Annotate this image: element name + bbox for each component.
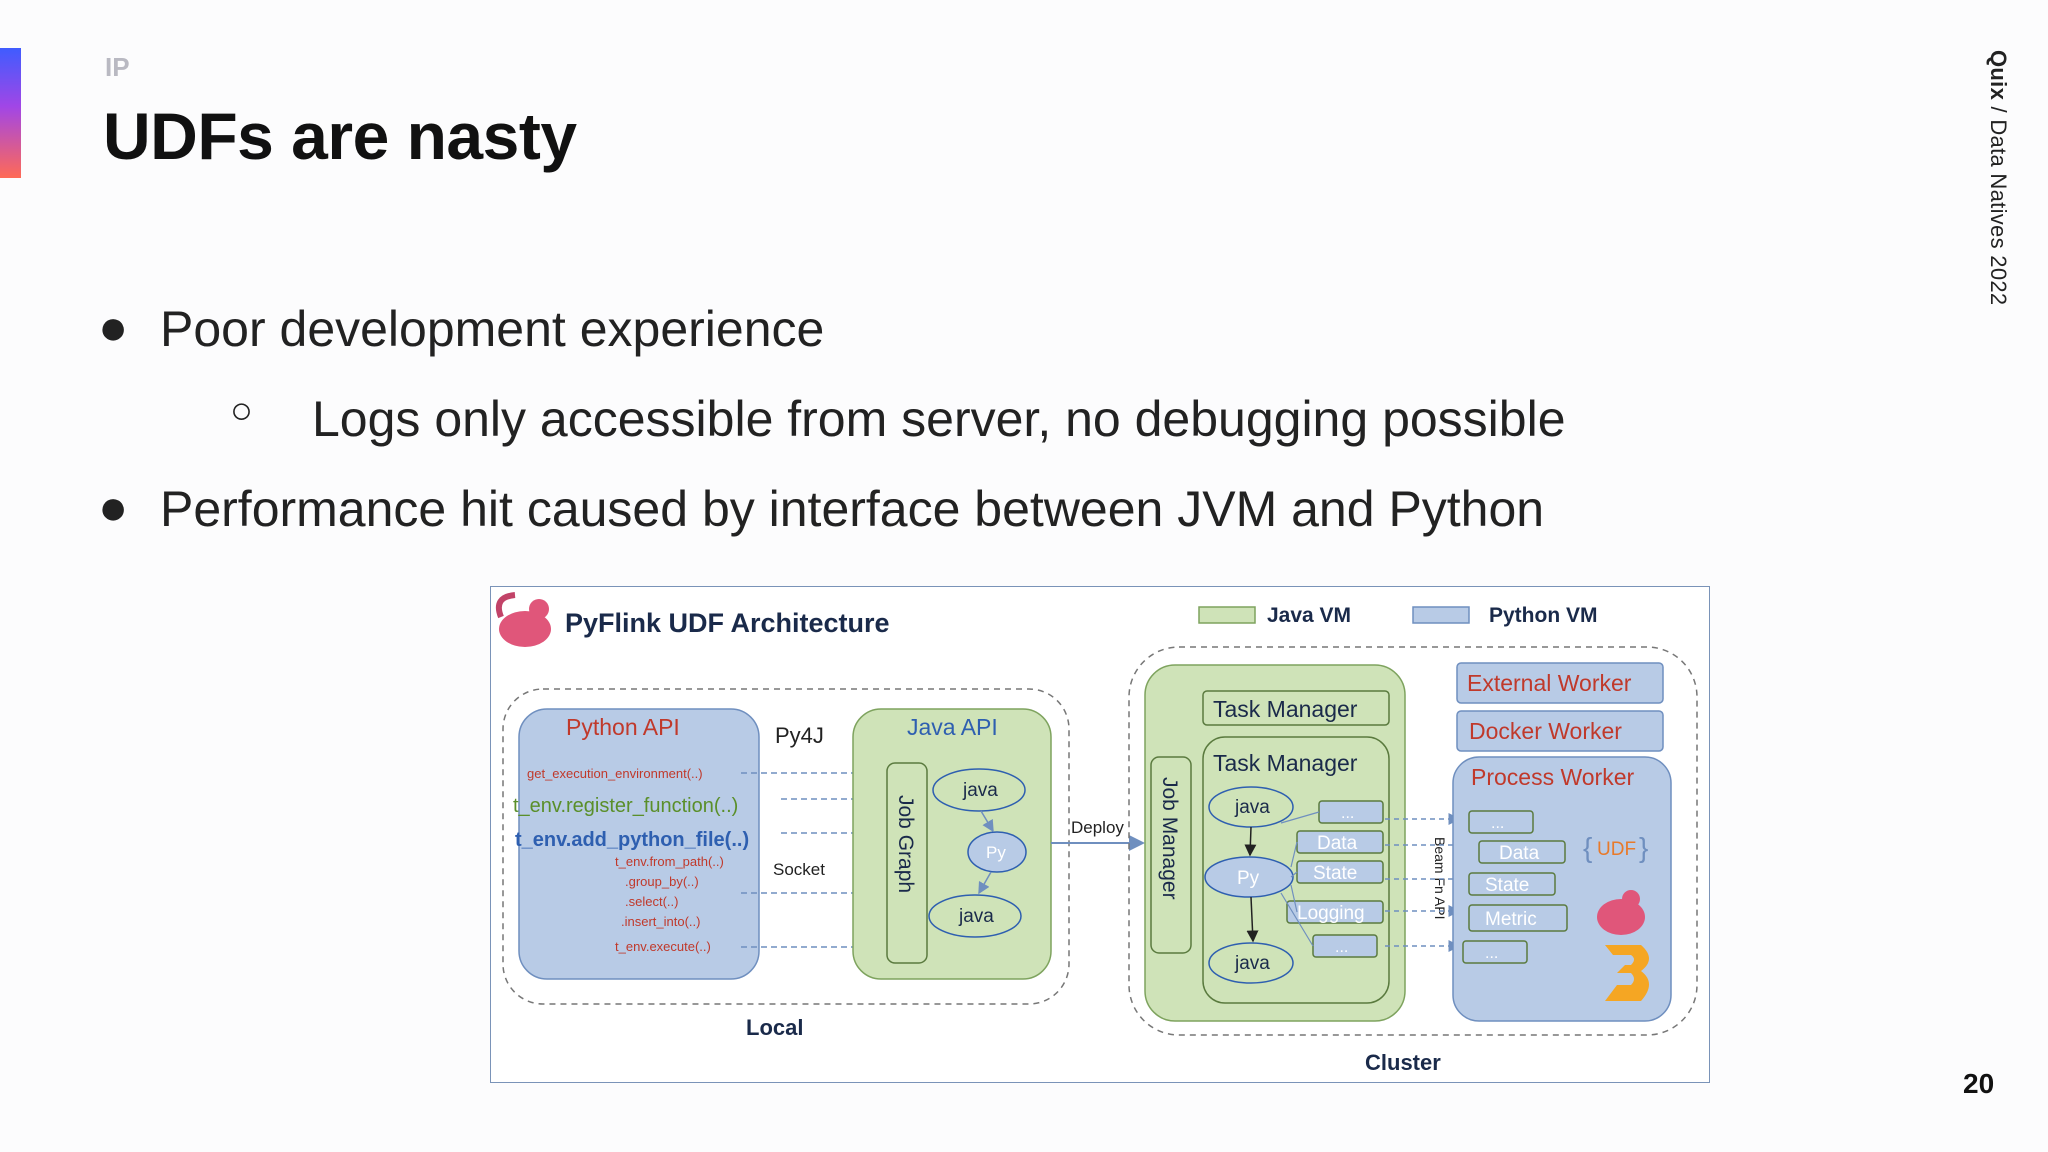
bullet-marker: ● [98, 479, 129, 535]
bullet-text: Logs only accessible from server, no deb… [312, 391, 1566, 447]
sub-bullet-item: ○ Logs only accessible from server, no d… [230, 390, 1566, 448]
code-line: t_env.execute(..) [615, 939, 711, 954]
job-graph-label: Job Graph [894, 795, 917, 893]
beam-fn-arrows [1385, 813, 1471, 952]
py-node-label: Py [1237, 868, 1260, 889]
diagram-title: PyFlink UDF Architecture [565, 608, 890, 638]
python-api-label: Python API [566, 714, 680, 740]
code-line: .insert_into(..) [621, 914, 700, 929]
data-channel-box [1478, 840, 1566, 864]
metric-channel-box [1468, 904, 1568, 932]
bullet-item: ● Poor development experience [98, 299, 825, 358]
external-worker-box [1456, 662, 1664, 704]
external-worker-label: External Worker [1467, 670, 1632, 696]
cluster-region [1128, 646, 1698, 1036]
bullet-marker: ● [98, 299, 129, 355]
beam-fn-api-label: Beam Fn API [1432, 837, 1448, 919]
local-label: Local [746, 1015, 803, 1040]
section-label: IP [105, 52, 130, 82]
architecture-svg: PyFlink UDF Architecture Java VM Python … [495, 592, 1698, 1075]
java-node [1208, 942, 1294, 984]
side-credit: Quix / Data Natives 2022 [1985, 50, 2011, 305]
job-graph-box [886, 762, 928, 964]
ellipsis-label: ... [1341, 805, 1354, 822]
legend-python-label: Python VM [1489, 604, 1598, 627]
flow-arrow [1246, 896, 1259, 943]
java-node-label: java [1234, 953, 1270, 974]
docker-worker-label: Docker Worker [1469, 718, 1622, 744]
code-line: .group_by(..) [625, 874, 699, 889]
flink-squirrel-icon [495, 592, 551, 647]
py-node [1204, 856, 1294, 898]
udf-label: UDF [1597, 839, 1636, 860]
java-api-label: Java API [907, 714, 998, 740]
py4j-label: Py4J [775, 723, 824, 748]
py-node-label: Py [986, 843, 1006, 862]
process-worker-channels: ... Data State Metric ... [1462, 810, 1568, 964]
code-line: t_env.register_function(..) [513, 795, 738, 817]
state-channel-box [1468, 872, 1556, 896]
flow-arrow [978, 871, 992, 895]
process-worker-label: Process Worker [1471, 764, 1635, 790]
logging-channel-box [1286, 900, 1384, 924]
socket-label: Socket [773, 860, 825, 879]
page-number: 20 [1963, 1068, 1995, 1099]
python-api-box [518, 708, 760, 980]
logging-channel-label: Logging [1297, 903, 1365, 924]
task-manager-channels: ... Data State Logging ... [1286, 800, 1384, 958]
beam-logo-icon [1597, 890, 1649, 1001]
state-channel-label: State [1485, 875, 1529, 896]
ellipsis-label: ... [1485, 945, 1498, 962]
ellipsis-box [1468, 810, 1534, 834]
flow-arrow [980, 810, 994, 833]
py-node [967, 831, 1027, 873]
code-line: t_env.add_python_file(..) [515, 829, 749, 851]
accent-bar [0, 48, 21, 178]
java-node [928, 894, 1022, 938]
local-region [502, 688, 1070, 1005]
bullet-text: Poor development experience [160, 301, 825, 357]
udf-left-brace: { [1583, 832, 1592, 863]
bullet-text: Performance hit caused by interface betw… [160, 481, 1545, 537]
ellipsis-label: ... [1491, 815, 1504, 832]
data-channel-label: Data [1499, 843, 1540, 864]
ellipsis-label: ... [1335, 939, 1348, 956]
job-manager-box [1150, 756, 1192, 954]
task-manager-box [1202, 690, 1390, 726]
java-node-label: java [958, 906, 994, 927]
udf-right-brace: } [1639, 832, 1648, 863]
task-manager-label: Task Manager [1213, 750, 1358, 776]
code-line: get_execution_environment(..) [527, 766, 703, 781]
docker-worker-box [1456, 710, 1664, 752]
state-channel-label: State [1313, 863, 1357, 884]
java-node-label: java [1234, 797, 1270, 818]
legend-python-swatch [1412, 606, 1470, 624]
metric-channel-label: Metric [1485, 909, 1537, 930]
code-line: .select(..) [625, 894, 678, 909]
java-node [932, 768, 1026, 812]
side-credit-event: / Data Natives 2022 [1986, 100, 2011, 306]
data-channel-label: Data [1317, 833, 1358, 854]
bullet-item: ● Performance hit caused by interface be… [98, 479, 1545, 538]
job-manager-label: Job Manager [1158, 777, 1181, 900]
ellipsis-box [1462, 940, 1528, 964]
code-line: t_env.from_path(..) [615, 854, 724, 869]
side-credit-brand: Quix [1986, 50, 2011, 101]
sub-bullet-marker: ○ [230, 390, 253, 432]
legend-java-label: Java VM [1267, 604, 1351, 627]
task-manager-label: Task Manager [1213, 696, 1358, 722]
deploy-label: Deploy [1071, 818, 1124, 837]
pyflink-architecture-diagram: PyFlink UDF Architecture Java VM Python … [490, 586, 1710, 1083]
channel-links [1280, 811, 1320, 947]
legend-java-swatch [1198, 606, 1256, 624]
cluster-label: Cluster [1365, 1050, 1441, 1075]
slide-title: UDFs are nasty [103, 99, 577, 173]
flow-arrow [1244, 826, 1257, 857]
java-node-label: java [962, 780, 998, 801]
